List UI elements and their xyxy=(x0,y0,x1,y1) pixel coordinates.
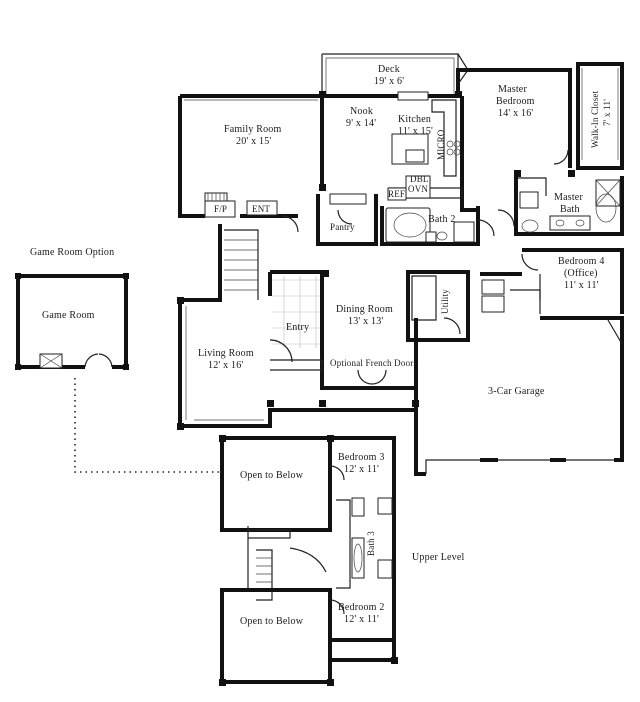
walk-in-closet-label: Walk-In Closet xyxy=(590,90,600,148)
pantry-label: Pantry xyxy=(330,222,355,232)
bedroom3-label: Bedroom 3 xyxy=(338,452,385,463)
bedroom4-label: Bedroom 4 xyxy=(558,256,605,267)
game-room-option-label: Game Room Option xyxy=(30,247,114,258)
living-room-label: Living Room xyxy=(198,348,254,359)
open-below-1-label: Open to Below xyxy=(240,470,304,481)
bedroom4-sub: (Office) xyxy=(564,268,598,279)
bath2-label: Bath 2 xyxy=(428,214,456,225)
master-bath-label-1: Master xyxy=(554,192,583,203)
utility-label: Utility xyxy=(440,289,450,314)
french-doors-label: Optional French Doors xyxy=(330,358,417,368)
kitchen-dims: 11' x 15' xyxy=(398,126,433,137)
game-room-connector xyxy=(74,378,222,473)
nook-label: Nook xyxy=(350,106,373,117)
kitchen-label: Kitchen xyxy=(398,114,431,125)
bath3-label: Bath 3 xyxy=(366,531,376,556)
master-bath-label-2: Bath xyxy=(560,204,580,215)
deck-label: Deck xyxy=(378,64,400,75)
dining-room-dims: 13' x 13' xyxy=(348,316,383,327)
game-room-label: Game Room xyxy=(42,310,95,321)
open-below-2-label: Open to Below xyxy=(240,616,304,627)
upper-level-label: Upper Level xyxy=(412,552,464,563)
family-room-dims: 20' x 15' xyxy=(236,136,271,147)
bedroom4-dims: 11' x 11' xyxy=(564,280,599,291)
upper-level xyxy=(219,435,398,686)
bedroom3-dims: 12' x 11' xyxy=(344,464,379,475)
master-bedroom-label-2: Bedroom xyxy=(496,96,535,107)
garage-label: 3-Car Garage xyxy=(488,386,545,397)
nook-dims: 9' x 14' xyxy=(346,118,376,129)
ovn-label: OVN xyxy=(408,184,428,194)
master-bedroom-dims: 14' x 16' xyxy=(498,108,533,119)
bedroom2-dims: 12' x 11' xyxy=(344,614,379,625)
living-room-dims: 12' x 16' xyxy=(208,360,243,371)
fp-label: F/P xyxy=(214,204,227,214)
micro-label: MICRO xyxy=(436,129,446,160)
family-room-label: Family Room xyxy=(224,124,282,135)
dining-room-label: Dining Room xyxy=(336,304,393,315)
walk-in-closet-dims: 7' x 11' xyxy=(602,99,612,126)
entry-tile-grid xyxy=(272,276,320,348)
bedroom2-label: Bedroom 2 xyxy=(338,602,385,613)
entry-label: Entry xyxy=(286,322,309,333)
master-bedroom-label-1: Master xyxy=(498,84,527,95)
main-level xyxy=(177,53,624,476)
deck-dims: 19' x 6' xyxy=(374,76,404,87)
dbl-label: DBL xyxy=(410,174,429,184)
ref-label: REF xyxy=(388,189,405,199)
game-room-option xyxy=(15,273,129,370)
ent-label: ENT xyxy=(252,204,270,214)
